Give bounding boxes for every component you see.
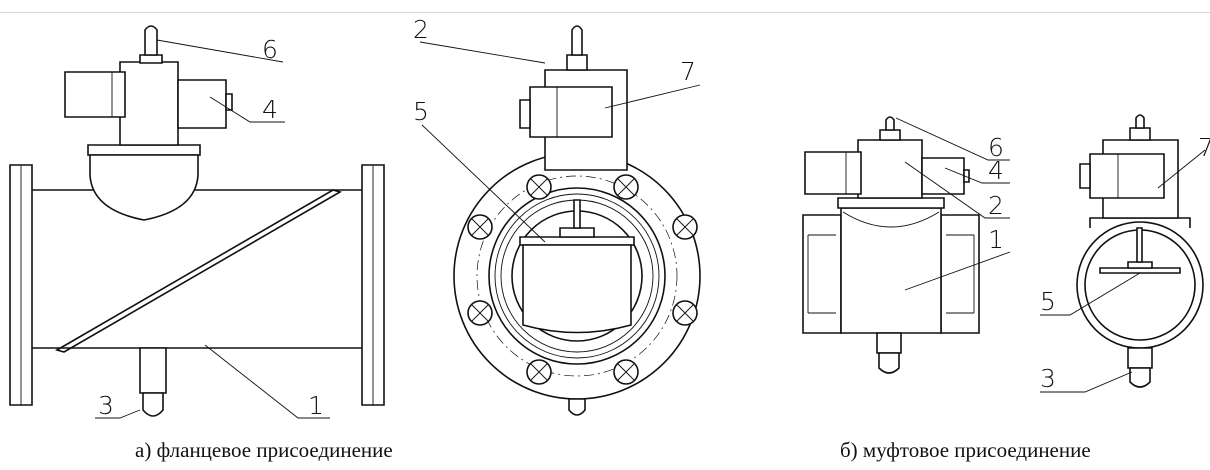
valve-drawing: 6 4 3 1 — [0, 15, 1210, 420]
callout-1: 1 — [308, 391, 324, 420]
coil-left — [65, 72, 125, 117]
flanged-valve-side-view: 6 4 3 1 — [10, 26, 384, 420]
caption-flanged: а) фланцевое присоединение — [135, 438, 393, 462]
caption-coupling: б) муфтовое присоединение — [840, 438, 1091, 462]
bolt-holes — [468, 175, 697, 384]
coupling-valve-side-view: 6 4 2 1 — [803, 117, 1010, 373]
callout-7-b: 7 — [1198, 133, 1210, 162]
callout-4-b: 4 — [988, 156, 1004, 185]
callout-6-b: 6 — [988, 133, 1004, 162]
diagonal-disc — [57, 190, 340, 352]
actuator-housing — [120, 62, 178, 145]
coil-right-b — [922, 158, 964, 194]
dome-cover — [90, 155, 198, 220]
drain-plug-b-end — [1130, 368, 1150, 387]
callout-6: 6 — [262, 35, 278, 64]
left-coupling — [803, 215, 841, 333]
coupling-valve-end-view: 7 5 3 — [1040, 115, 1210, 393]
manual-knob-end — [572, 26, 582, 55]
callout-5-b: 5 — [1040, 287, 1056, 316]
coil-right — [178, 80, 226, 128]
callout-3: 3 — [98, 391, 114, 420]
right-coupling — [941, 215, 979, 333]
coil-block — [530, 87, 612, 137]
manual-knob — [145, 26, 157, 55]
manual-knob-b — [886, 117, 894, 130]
drain-plug — [140, 348, 166, 393]
cover-flange — [88, 145, 200, 155]
callout-1-b: 1 — [988, 225, 1004, 254]
callout-4: 4 — [262, 95, 278, 124]
callout-2: 2 — [413, 15, 429, 44]
callout-7: 7 — [680, 57, 696, 86]
callout-3-b: 3 — [1040, 364, 1056, 393]
coil-block-b — [1090, 154, 1164, 198]
disc — [523, 245, 631, 333]
callout-5: 5 — [413, 97, 429, 126]
callout-2-b: 2 — [988, 191, 1004, 220]
actuator-housing-b — [858, 140, 922, 198]
drain-plug-b — [879, 353, 899, 373]
coil-left-b — [805, 152, 861, 194]
end-body-top — [1090, 218, 1190, 228]
flanged-valve-end-view: 2 7 5 — [413, 15, 700, 415]
top-rule — [0, 12, 1210, 13]
disc-edge — [520, 237, 634, 245]
